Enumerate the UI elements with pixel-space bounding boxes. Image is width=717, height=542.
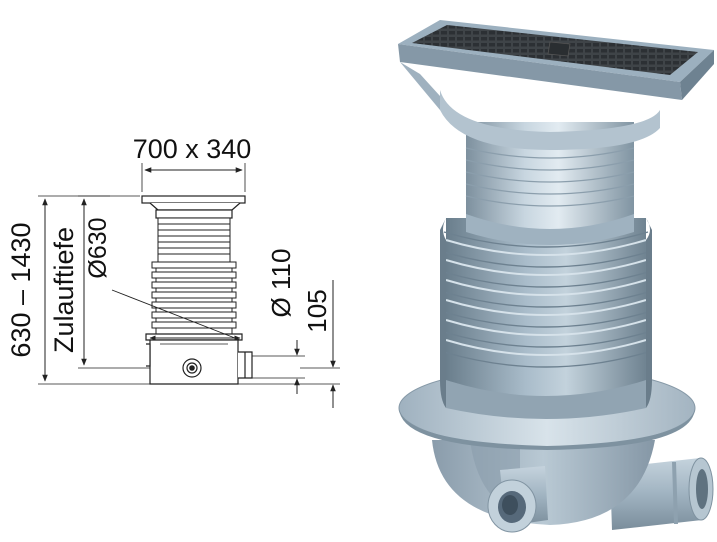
offset-dimension-label: 105 (302, 289, 332, 332)
drawing-upper-shaft (157, 217, 231, 263)
product-render (398, 20, 714, 533)
height-dimension-label: 630 – 1430 (6, 222, 36, 357)
corrugated-shaft (440, 218, 652, 419)
cover-grate (398, 20, 714, 150)
width-dimension-label: 700 x 340 (133, 134, 252, 164)
pipe-diameter-label: Ø 110 (266, 249, 296, 318)
inlet-depth-label: Zulauftiefe (49, 227, 79, 353)
drawing-cover (141, 195, 246, 219)
drawing-base (145, 333, 253, 385)
diameter-label: Ø630 (84, 217, 112, 278)
drawing-corrugated-shaft (151, 261, 237, 335)
inlet-pipe (487, 466, 548, 533)
technical-drawing (38, 163, 340, 408)
